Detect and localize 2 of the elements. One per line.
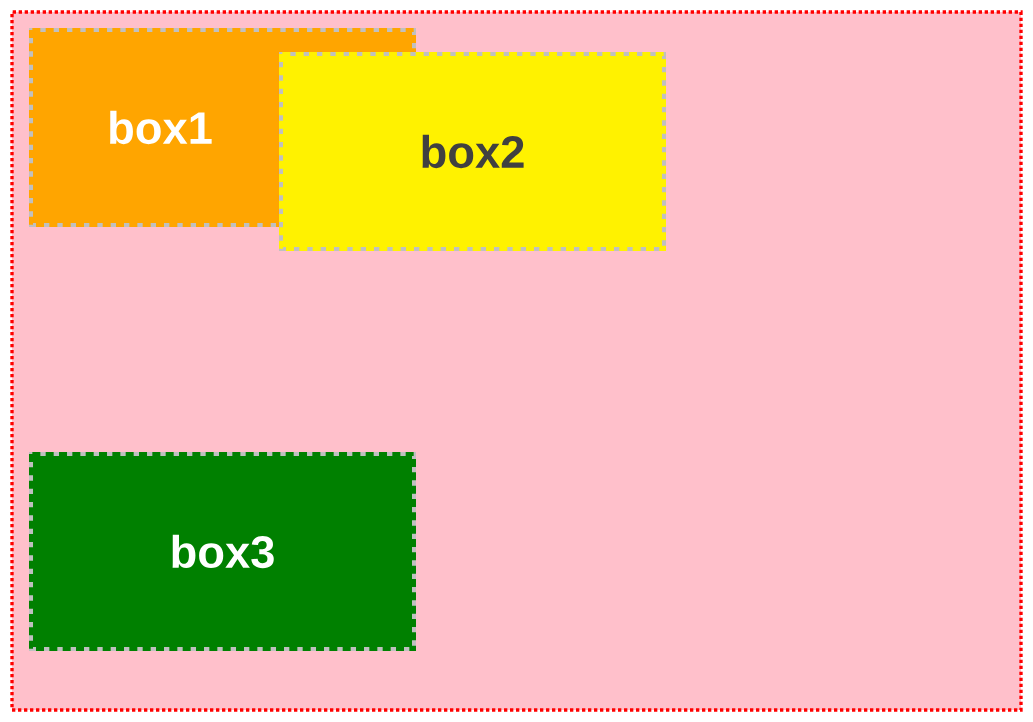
- process-box: box2: [279, 52, 666, 251]
- process-box: box3: [29, 452, 416, 651]
